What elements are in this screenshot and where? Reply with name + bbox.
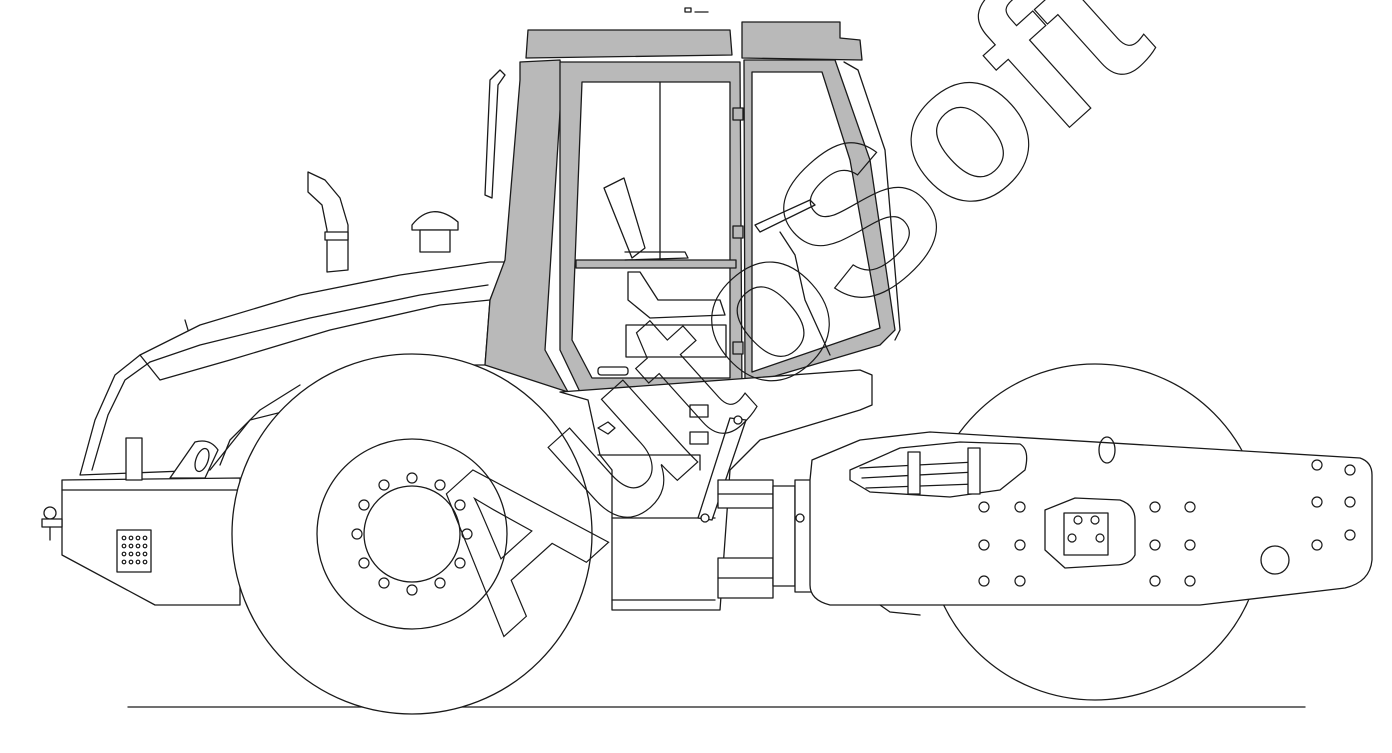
rear-wheel — [231, 353, 593, 715]
air-intake-cap — [411, 211, 459, 253]
articulation-joint — [697, 415, 814, 599]
exhaust-pipe — [307, 171, 349, 273]
operator-seat — [603, 177, 727, 358]
front-drum-frame — [809, 431, 1373, 616]
rear-counterweight — [61, 437, 241, 606]
tow-hitch — [41, 506, 63, 541]
tiny-top-mark — [684, 7, 709, 13]
steering-wheel — [754, 199, 831, 356]
